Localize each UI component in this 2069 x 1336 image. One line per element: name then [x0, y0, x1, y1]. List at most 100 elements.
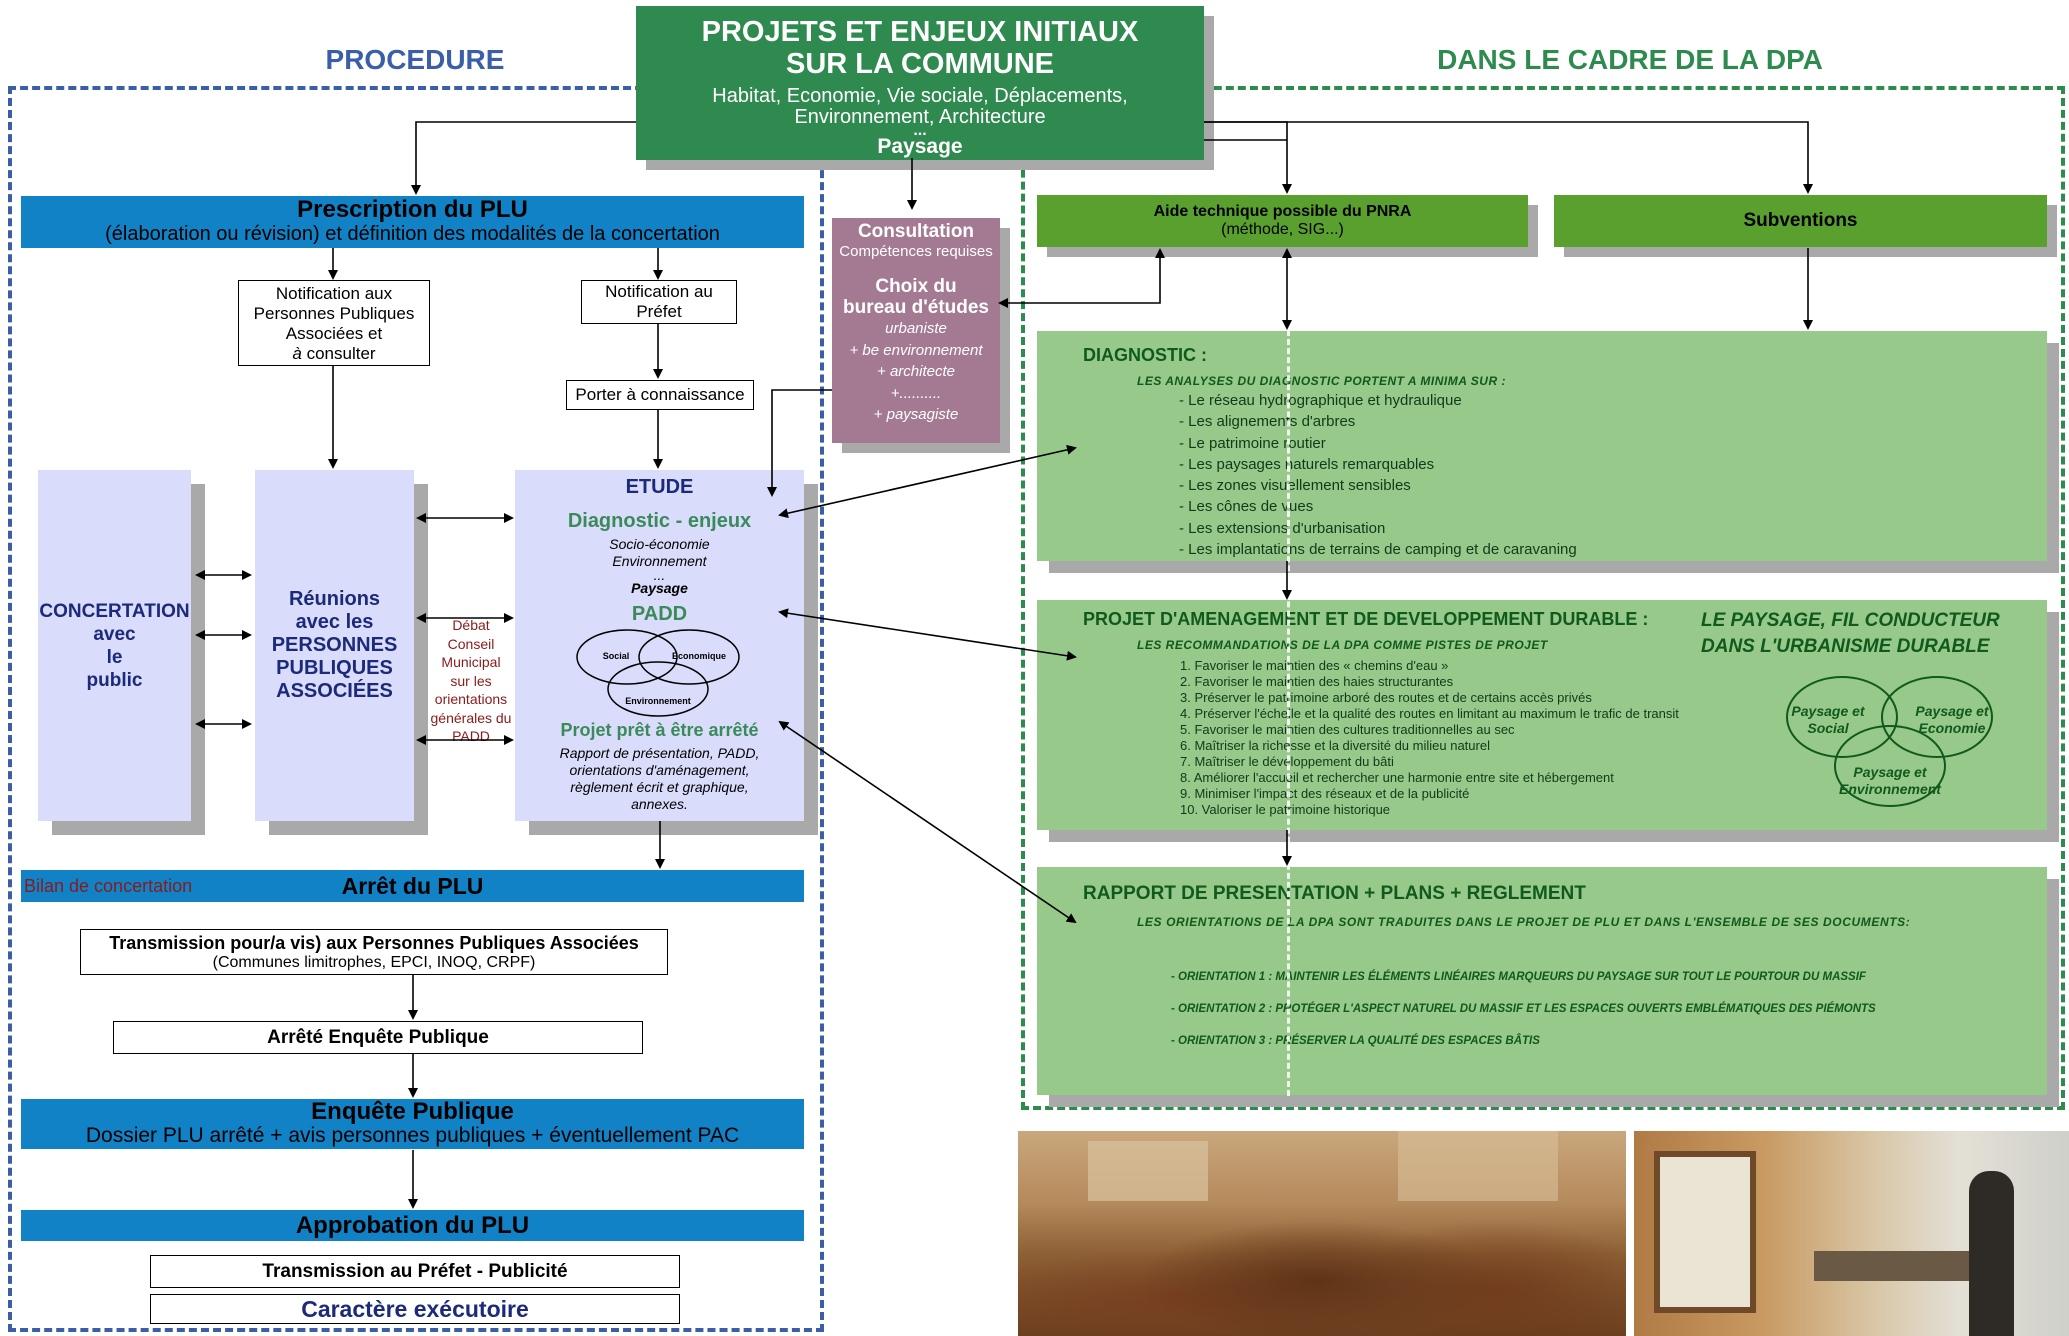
venn-environnement: Environnement [625, 696, 691, 706]
reco-item: 10. Valoriser le patrimoine historique [1180, 802, 1391, 817]
consultation-box: Consultation Compétences requises Choix … [832, 218, 1000, 443]
top-sub-line1: Habitat, Economie, Vie sociale, Déplacem… [712, 85, 1128, 107]
photo-2-speaker [1969, 1171, 2014, 1336]
notif-ppa-line3: Associées et [285, 324, 383, 343]
aide-technique-box: Aide technique possible du PNRA (méthode… [1037, 195, 1528, 247]
arrow-top-to-aide [1204, 121, 1292, 194]
etude-title: ETUDE [625, 476, 694, 498]
approbation-bar: Approbation du PLU [21, 1210, 804, 1241]
etude-diag-item: ... [653, 567, 666, 583]
notif-ppa-line2: Personnes Publiques [253, 304, 415, 323]
caractere-executoire-box: Caractère exécutoire [150, 1294, 680, 1324]
transmission-ppa-box: Transmission pour/a vis) aux Personnes P… [80, 929, 668, 975]
arret-title: Arrêt du PLU [341, 873, 484, 899]
etude-projet-item: annexes. [631, 796, 688, 812]
arret-bar: Arrêt du PLU Bilan de concertation [21, 870, 804, 902]
consultation-item: + be environnement [849, 341, 983, 359]
reco-item: 1. Favoriser le maintien des « chemins d… [1180, 658, 1449, 673]
arrow-etude-rapport [778, 720, 1077, 924]
prescription-sub: (élaboration ou révision) et définition … [105, 223, 720, 245]
venn-social: Social [603, 651, 630, 661]
etude-diag-item: Socio-économie [609, 536, 710, 552]
notif-prefet-line1: Notification au [605, 282, 713, 301]
consultation-item: +.......... [890, 384, 942, 402]
photo-1-window [1398, 1131, 1558, 1201]
orientation-3: - ORIENTATION 3 : PRÉSERVER LA QUALITÉ D… [1171, 1035, 1540, 1047]
diagnostic-item: - Les extensions d'urbanisation [1179, 519, 1386, 537]
reunions-line2: avec les [295, 611, 374, 633]
consultation-item: + architecte [877, 363, 955, 380]
etude-projet-item: Rapport de présentation, PADD, [559, 745, 760, 761]
diagnostic-item: - Les zones visuellement sensibles [1179, 477, 1411, 495]
enquete-title: Enquête Publique [311, 1098, 514, 1125]
procedure-frame [8, 86, 824, 1332]
rapport-box: RAPPORT DE PRESENTATION + PLANS + REGLEM… [1037, 867, 2047, 1095]
top-projects-box: PROJETS ET ENJEUX INITIAUX SUR LA COMMUN… [636, 6, 1204, 160]
photo-2-window [1654, 1151, 1756, 1313]
consultation-sub: Compétences requises [839, 243, 993, 260]
concertation-line2: avec [93, 623, 136, 645]
arrow-top-to-subventions [1204, 121, 1813, 194]
reunions-line1: Réunions [288, 588, 381, 610]
diagnostic-item: - Les implantations de terrains de campi… [1179, 541, 1577, 559]
reco-item: 3. Préserver le patrimoine arboré des ro… [1180, 690, 1592, 705]
photo-1-window [1088, 1141, 1208, 1201]
projet-padd-box: PROJET D'AMENAGEMENT ET DE DEVELOPPEMENT… [1037, 600, 2047, 830]
arrow-etude-projet [778, 608, 1077, 661]
etude-diagnostic: Diagnostic - enjeux [567, 510, 752, 532]
transmission-ppa-title: Transmission pour/a vis) aux Personnes P… [109, 933, 639, 953]
paysage-venn-diagram: Paysage et Social Paysage et Economie Pa… [1786, 676, 1993, 807]
reco-item: 9. Minimiser l'impact des réseaux et de … [1180, 786, 1470, 801]
prescription-title: Prescription du PLU [297, 196, 528, 223]
top-sub-line2: Environnement, Architecture [794, 106, 1046, 128]
etude-padd: PADD [631, 603, 688, 625]
reco-item: 4. Préserver l'échelle et la qualité des… [1180, 706, 1679, 721]
debat-line3: Municipal [441, 654, 501, 670]
concertation-line1: CONCERTATION [39, 600, 190, 622]
venn-paysage-environnement-2: Environnement [1839, 781, 1942, 797]
etude-projet-item: orientations d'aménagement, [569, 762, 750, 778]
paysage-fil-line1: LE PAYSAGE, FIL CONDUCTEUR [1701, 610, 2000, 631]
orientation-1: - ORIENTATION 1 : MAINTENIR LES ÉLÉMENTS… [1171, 971, 1866, 983]
etude-diag-item: Paysage [631, 580, 688, 596]
etude-diag-list: Socio-économie Environnement ... Paysage [515, 536, 804, 597]
aide-title: Aide technique possible du PNRA [1153, 203, 1412, 220]
debat-line5: orientations [434, 691, 508, 707]
top-dots: ... [913, 122, 927, 139]
projet-title: PROJET D'AMENAGEMENT ET DE DEVELOPPEMENT… [1083, 609, 1649, 629]
orientation-2: - ORIENTATION 2 : PROTÉGER L'ASPECT NATU… [1171, 1003, 1876, 1015]
transmission-ppa-sub: (Communes limitrophes, EPCI, INOQ, CRPF) [212, 954, 536, 971]
etude-diag-item: Environnement [612, 553, 707, 569]
arrow-consultation-to-etude [767, 389, 832, 497]
etude-projet-item: règlement écrit et graphique, [570, 779, 749, 795]
reco-item: 7. Maîtriser le développement du bâti [1180, 754, 1394, 769]
concertation-line3: le [106, 646, 123, 668]
diagnostic-sub: LES ANALYSES DU DIAGNOSTIC PORTENT A MIN… [1137, 374, 1506, 388]
etude-projet-list: Rapport de présentation, PADD, orientati… [515, 745, 804, 813]
diagnostic-item: - Les paysages naturels remarquables [1179, 455, 1435, 473]
diagnostic-title: DIAGNOSTIC : [1083, 345, 1207, 365]
venn-economique: Economique [672, 651, 726, 661]
arrete-enquete-box: Arrêté Enquête Publique [113, 1021, 643, 1054]
reco-item: 6. Maîtriser la richesse et la diversité… [1180, 738, 1490, 753]
enquete-sub: Dossier PLU arrêté + avis personnes publ… [85, 1124, 740, 1147]
debat-line6: générales du [430, 709, 512, 726]
bilan-concertation: Bilan de concertation [24, 876, 193, 896]
arrow-etude-diagnostic [778, 444, 1077, 519]
notification-prefet-box: Notification au Préfet [581, 280, 737, 324]
aide-sub: (méthode, SIG...) [1221, 221, 1344, 238]
notif-prefet-line2: Préfet [636, 302, 682, 321]
notif-ppa-a: à [292, 344, 302, 363]
arrow-top-to-prescription [411, 121, 636, 195]
reunions-line3: PERSONNES [271, 634, 398, 656]
debat-line4: sur les [450, 672, 492, 689]
debat-text: Débat Conseil Municipal sur les orientat… [426, 616, 516, 746]
concertation-line4: public [86, 669, 143, 691]
enquete-bar: Enquête Publique Dossier PLU arrêté + av… [21, 1099, 804, 1149]
consultation-list: urbaniste + be environnement + architect… [832, 318, 1000, 426]
top-paysage: Paysage [877, 135, 963, 158]
arrow-aide-consultation [998, 248, 1165, 308]
procedure-header: PROCEDURE [325, 44, 505, 75]
top-title-line2: SUR LA COMMUNE [786, 48, 1054, 80]
dpa-frame [1021, 86, 2065, 1110]
